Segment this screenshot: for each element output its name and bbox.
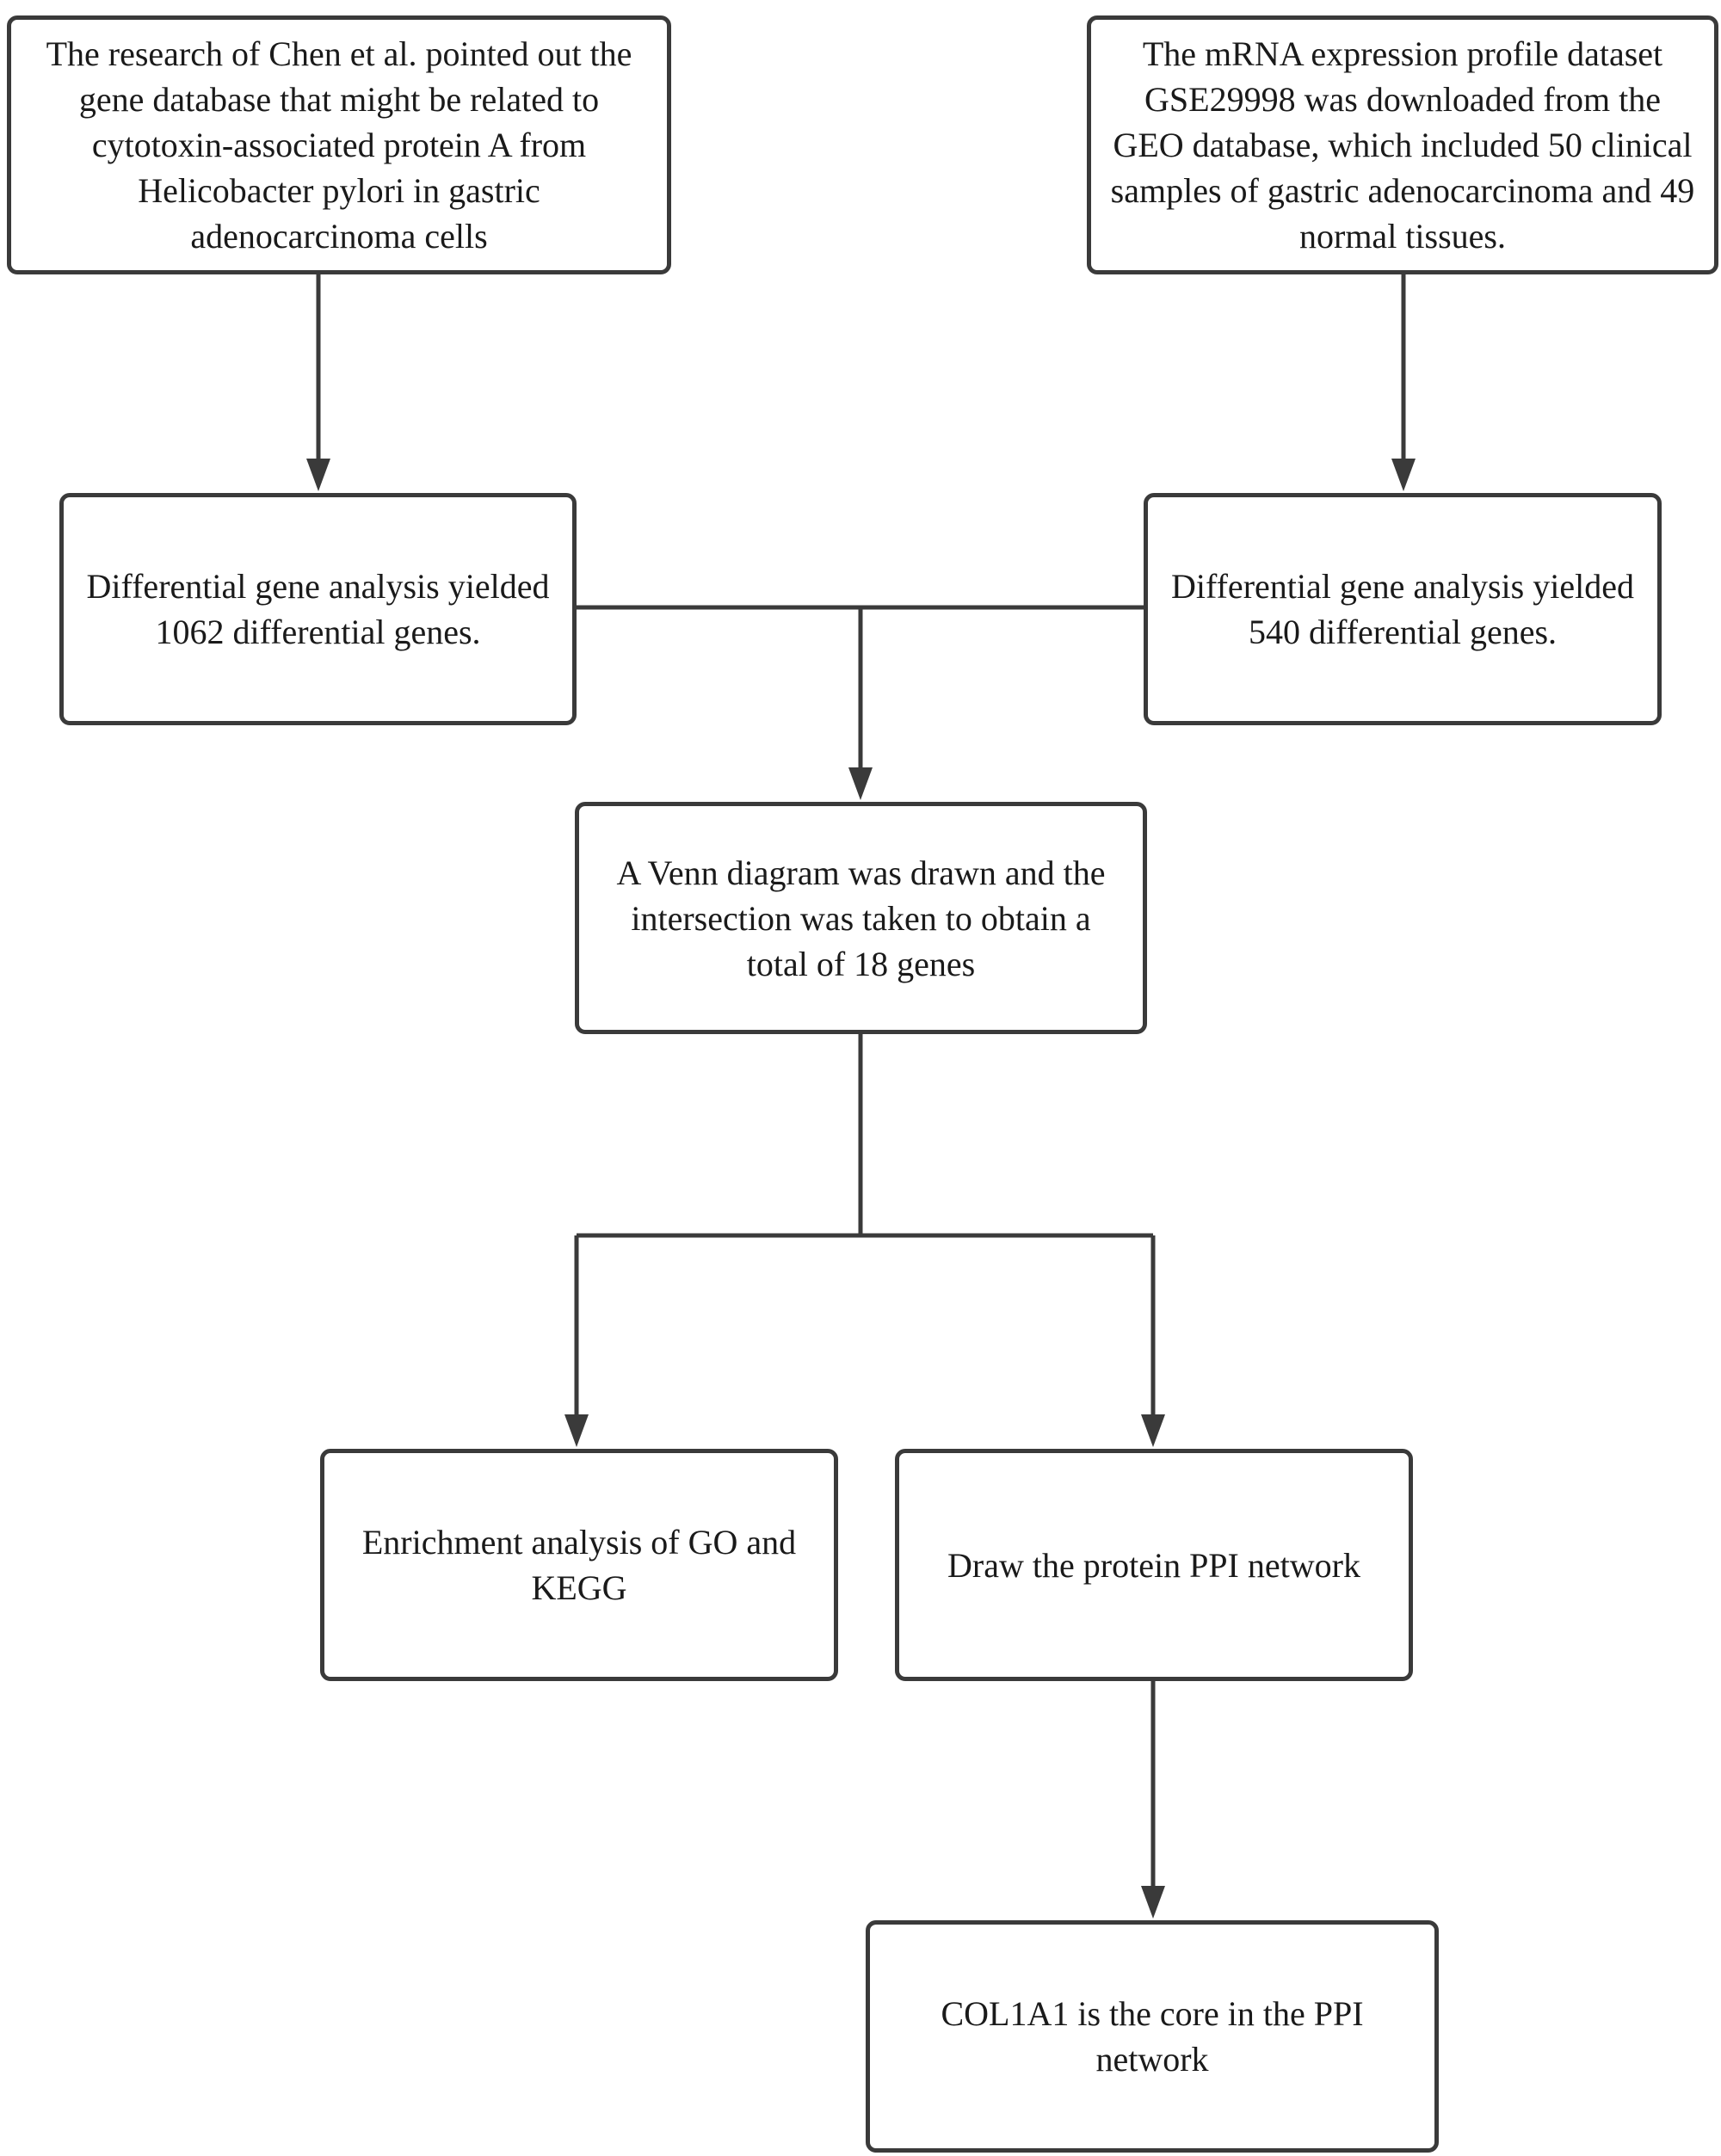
- node-geo-dataset: The mRNA expression profile dataset GSE2…: [1087, 15, 1718, 274]
- node-venn: A Venn diagram was drawn and the interse…: [575, 802, 1147, 1034]
- node-diff-genes-540: Differential gene analysis yielded 540 d…: [1144, 493, 1662, 725]
- arrowhead-diff1062: [306, 459, 330, 491]
- arrowhead-diff540: [1391, 459, 1416, 491]
- node-ppi-network-text: Draw the protein PPI network: [947, 1545, 1360, 1585]
- arrowhead-enrichment: [564, 1414, 589, 1447]
- arrowhead-ppi: [1141, 1414, 1165, 1447]
- node-chen-research: The research of Chen et al. pointed out …: [7, 15, 671, 274]
- node-enrichment-text: Enrichment analysis of GO and KEGG: [361, 1523, 797, 1607]
- node-diff-genes-1062: Differential gene analysis yielded 1062 …: [59, 493, 577, 725]
- node-core-gene: COL1A1 is the core in the PPI network: [866, 1920, 1439, 2153]
- node-diff-genes-1062-text: Differential gene analysis yielded 1062 …: [86, 567, 550, 651]
- arrowhead-core: [1141, 1886, 1165, 1919]
- node-enrichment: Enrichment analysis of GO and KEGG: [320, 1449, 838, 1681]
- node-geo-dataset-text: The mRNA expression profile dataset GSE2…: [1110, 34, 1695, 256]
- arrowhead-venn: [848, 767, 873, 800]
- node-core-gene-text: COL1A1 is the core in the PPI network: [941, 1994, 1364, 2079]
- node-ppi-network: Draw the protein PPI network: [895, 1449, 1413, 1681]
- node-chen-research-text: The research of Chen et al. pointed out …: [46, 34, 632, 256]
- node-venn-text: A Venn diagram was drawn and the interse…: [616, 853, 1106, 983]
- node-diff-genes-540-text: Differential gene analysis yielded 540 d…: [1171, 567, 1634, 651]
